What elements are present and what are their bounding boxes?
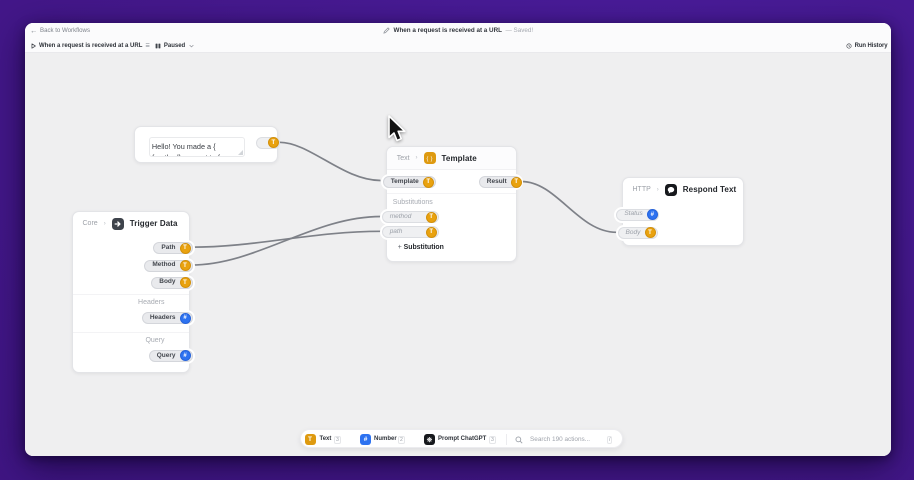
svg-text:}: } — [431, 156, 433, 162]
svg-text:{: { — [426, 156, 428, 162]
